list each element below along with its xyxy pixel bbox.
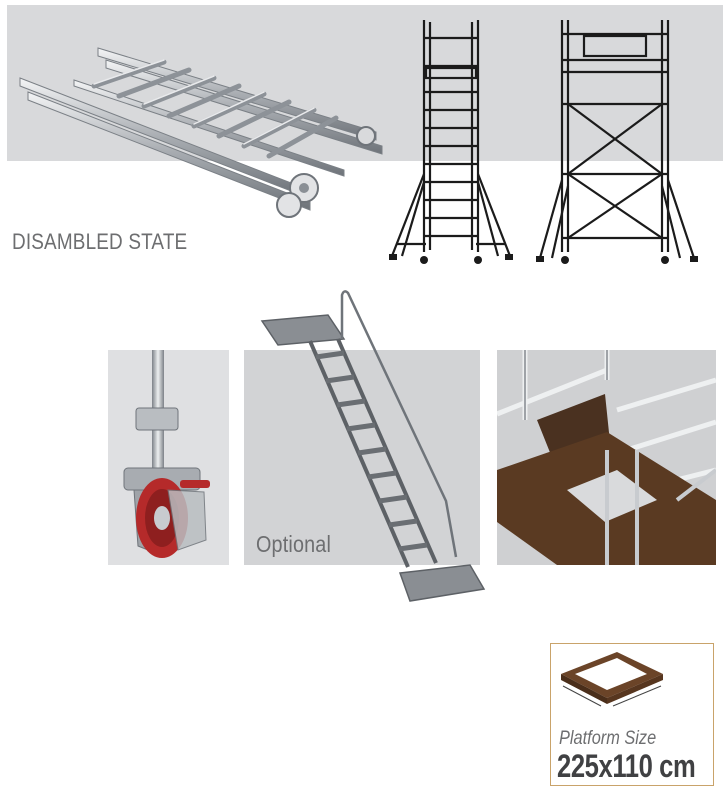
scaffold-side-drawing <box>536 20 698 264</box>
hatch-platform-image <box>497 350 716 565</box>
caster-wheel-panel <box>108 350 229 565</box>
caster-wheel-image <box>123 350 210 558</box>
stair-image <box>260 290 486 602</box>
disassembled-scaffold-image <box>19 47 383 218</box>
platform-size-caption: Platform Size <box>559 728 657 749</box>
scaffold-front-drawing <box>389 20 513 264</box>
hatch-platform-panel <box>497 350 716 565</box>
platform-size-value: 225x110 cm <box>557 748 696 784</box>
disassembled-state-label: DISAMBLED STATE <box>12 229 188 254</box>
optional-label: Optional <box>256 531 332 557</box>
platform-frame-icon <box>561 652 663 707</box>
platform-size-box: Platform Size 225x110 cm <box>550 643 714 786</box>
